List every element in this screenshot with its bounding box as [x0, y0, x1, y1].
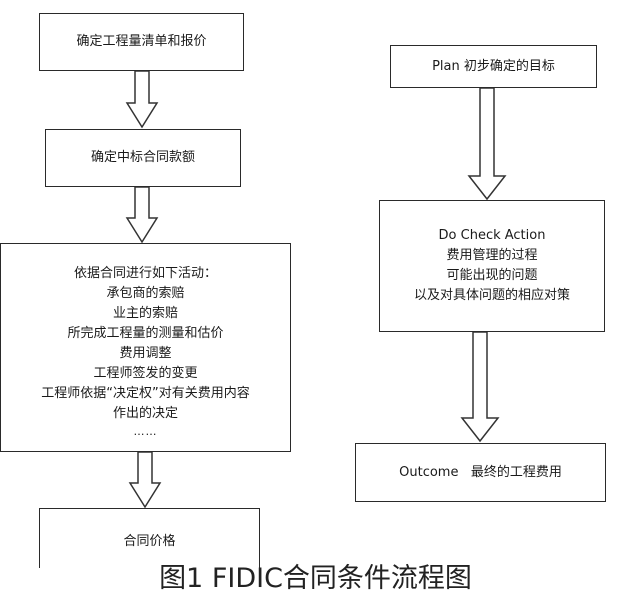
step-outcome: Outcome 最终的工程费用	[355, 443, 606, 502]
step-do-check-action: Do Check Action 费用管理的过程 可能出现的问题 以及对具体问题的…	[379, 200, 605, 332]
arrow-box3-to-box4	[128, 451, 162, 509]
arrow-box2-to-box3	[125, 186, 159, 244]
step-contract-price: 合同价格	[39, 508, 260, 568]
step-contract-amount: 确定中标合同款额	[45, 129, 241, 187]
activities-ellipsis: ……	[133, 425, 158, 438]
step-bill-of-quantities-label: 确定工程量清单和报价	[76, 34, 207, 49]
activities-line: 工程师依据“决定权”对有关费用内容	[41, 386, 250, 401]
arrow-plan-to-do	[467, 87, 507, 201]
step-contract-amount-label: 确定中标合同款额	[90, 150, 195, 165]
activities-line: 承包商的索赔	[106, 286, 185, 301]
step-outcome-label: Outcome 最终的工程费用	[399, 464, 562, 480]
do-check-action-line: 费用管理的过程	[446, 248, 538, 263]
activities-line: 费用调整	[119, 346, 172, 361]
activities-line: 依据合同进行如下活动：	[73, 266, 217, 281]
activities-line: 业主的索赔	[112, 306, 178, 321]
step-plan-label: Plan 初步确定的目标	[432, 58, 555, 74]
step-contract-activities: 依据合同进行如下活动： 承包商的索赔 业主的索赔 所完成工程量的测量和估价 费用…	[0, 243, 291, 452]
arrow-do-to-outcome	[460, 331, 500, 443]
activities-line: 作出的决定	[112, 406, 178, 421]
do-check-action-title: Do Check Action	[438, 228, 546, 243]
activities-line: 所完成工程量的测量和估价	[67, 326, 224, 341]
activities-line: 工程师签发的变更	[93, 366, 198, 381]
arrow-box1-to-box2	[125, 70, 159, 129]
step-bill-of-quantities: 确定工程量清单和报价	[39, 13, 244, 71]
figure-caption: 图1 FIDIC合同条件流程图	[159, 563, 472, 594]
do-check-action-line: 以及对具体问题的相应对策	[413, 288, 570, 303]
do-check-action-line: 可能出现的问题	[446, 268, 538, 283]
step-contract-price-label: 合同价格	[123, 533, 176, 549]
step-plan: Plan 初步确定的目标	[390, 45, 597, 88]
